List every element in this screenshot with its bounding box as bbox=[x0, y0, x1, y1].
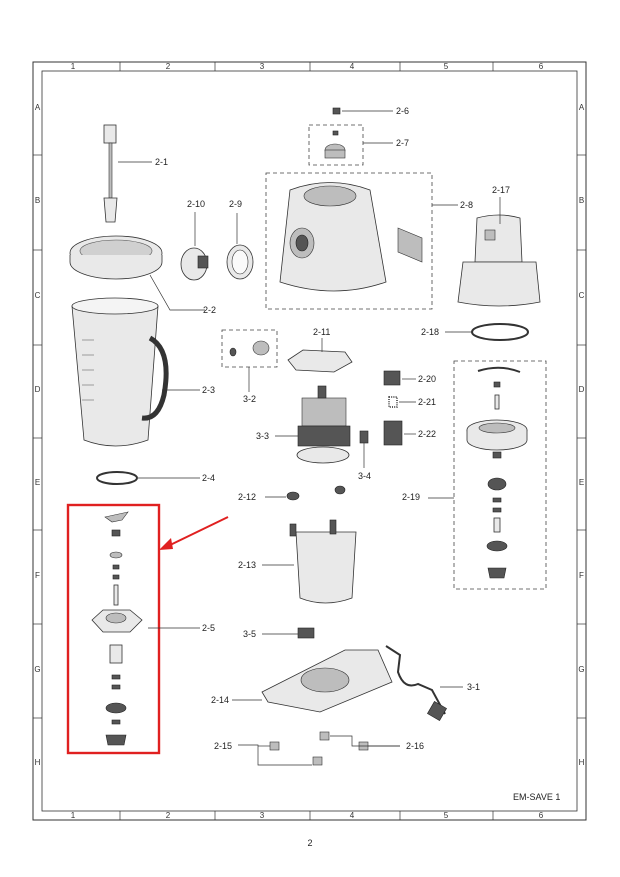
callout-label: 2-18 bbox=[421, 327, 439, 337]
part-grinder-jar bbox=[457, 197, 541, 307]
part-cap-nut bbox=[332, 107, 393, 115]
grid-column-label-bottom: 6 bbox=[539, 811, 544, 820]
grid-row-label-right: F bbox=[579, 571, 584, 580]
inner-frame bbox=[41, 70, 578, 812]
callout-label: 2-4 bbox=[202, 473, 215, 483]
highlight-annotation bbox=[66, 503, 229, 755]
grid-column-label-top: 4 bbox=[350, 62, 355, 71]
grid-row-label-right: E bbox=[579, 478, 584, 487]
grid-row-label-left: B bbox=[35, 196, 40, 205]
grid-row-label-right: H bbox=[579, 758, 585, 767]
callout-label: 2-14 bbox=[211, 695, 229, 705]
callout-label: 3-4 bbox=[358, 471, 371, 481]
highlight-box bbox=[66, 503, 161, 755]
grid-row-label-left: D bbox=[35, 385, 41, 394]
callout-label: 2-2 bbox=[203, 305, 216, 315]
callout-label: 3-3 bbox=[256, 431, 269, 441]
grid-row-label-left: C bbox=[35, 291, 41, 300]
model-code: EM-SAVE 1 bbox=[513, 792, 560, 802]
part-knob-ring bbox=[226, 213, 254, 280]
highlight-arrow-shaft bbox=[165, 516, 229, 548]
grid-column-label-bottom: 3 bbox=[260, 811, 265, 820]
callout-label: 2-20 bbox=[418, 374, 436, 384]
part-switch-2-22 bbox=[383, 420, 416, 446]
grid-row-label-left: H bbox=[35, 758, 41, 767]
part-motor-cover bbox=[262, 519, 357, 604]
callout-label: 2-1 bbox=[155, 157, 168, 167]
grid-row-label-right: A bbox=[579, 103, 585, 112]
grid-row-label-left: E bbox=[35, 478, 40, 487]
part-motor-housing bbox=[265, 172, 458, 310]
part-grinder-blade-assembly bbox=[428, 360, 547, 590]
grid-row-label-right: G bbox=[578, 665, 584, 674]
grid-column-label-top: 5 bbox=[444, 62, 449, 71]
part-coupling-set bbox=[221, 329, 278, 392]
grid-row-label-right: D bbox=[579, 385, 585, 394]
grid-row-label-left: G bbox=[34, 665, 40, 674]
grid-column-label-top: 3 bbox=[260, 62, 265, 71]
part-motor bbox=[275, 385, 351, 464]
callout-label: 2-7 bbox=[396, 138, 409, 148]
part-bracket bbox=[287, 338, 353, 373]
grid-column-label-top: 1 bbox=[71, 62, 76, 71]
callout-label: 2-21 bbox=[418, 397, 436, 407]
part-blade-assembly bbox=[91, 511, 200, 746]
outer-frame bbox=[32, 61, 587, 821]
grid-row-label-right: C bbox=[579, 291, 585, 300]
part-seal-ring bbox=[96, 471, 200, 485]
callout-label: 2-22 bbox=[418, 429, 436, 439]
part-grinder-seal bbox=[445, 323, 529, 341]
callout-label: 2-17 bbox=[492, 185, 510, 195]
callout-label: 2-11 bbox=[313, 327, 330, 337]
callout-label: 2-8 bbox=[460, 200, 473, 210]
callout-label: 3-1 bbox=[467, 682, 480, 692]
part-jug bbox=[71, 297, 200, 447]
part-spatula bbox=[103, 124, 152, 223]
page-number: 2 bbox=[307, 838, 313, 848]
part-feet bbox=[238, 731, 400, 766]
grid-column-label-bottom: 1 bbox=[71, 811, 76, 820]
part-knob bbox=[180, 212, 209, 281]
grid-column-label-bottom: 2 bbox=[166, 811, 171, 820]
part-lid bbox=[69, 235, 205, 311]
part-coupling bbox=[308, 124, 393, 166]
callout-label: 2-15 bbox=[214, 741, 232, 751]
callout-label: 2-13 bbox=[238, 560, 256, 570]
callout-label: 2-5 bbox=[202, 623, 215, 633]
part-base bbox=[232, 649, 393, 713]
callout-label: 2-16 bbox=[406, 741, 424, 751]
grid-row-label-left: F bbox=[35, 571, 40, 580]
callout-label: 3-2 bbox=[243, 394, 256, 404]
part-capacitor bbox=[359, 430, 369, 468]
grid-column-label-bottom: 4 bbox=[350, 811, 355, 820]
part-bushing-2-12 bbox=[265, 485, 346, 501]
callout-label: 2-10 bbox=[187, 199, 205, 209]
part-power-cord bbox=[385, 645, 463, 721]
callout-label: 2-6 bbox=[396, 106, 409, 116]
grid-row-label-left: A bbox=[35, 103, 41, 112]
grid-column-label-bottom: 5 bbox=[444, 811, 449, 820]
part-switch-2-20 bbox=[383, 370, 416, 386]
grid-row-label-right: B bbox=[579, 196, 584, 205]
grid-column-label-top: 6 bbox=[539, 62, 544, 71]
callout-label: 2-19 bbox=[402, 492, 420, 502]
part-spring-2-21 bbox=[388, 396, 416, 408]
callout-label: 2-12 bbox=[238, 492, 256, 502]
highlight-arrow-head bbox=[159, 538, 173, 550]
grid-column-label-top: 2 bbox=[166, 62, 171, 71]
callout-label: 3-5 bbox=[243, 629, 256, 639]
callout-label: 2-3 bbox=[202, 385, 215, 395]
callout-label: 2-9 bbox=[229, 199, 242, 209]
part-thermal-fuse bbox=[262, 627, 315, 639]
